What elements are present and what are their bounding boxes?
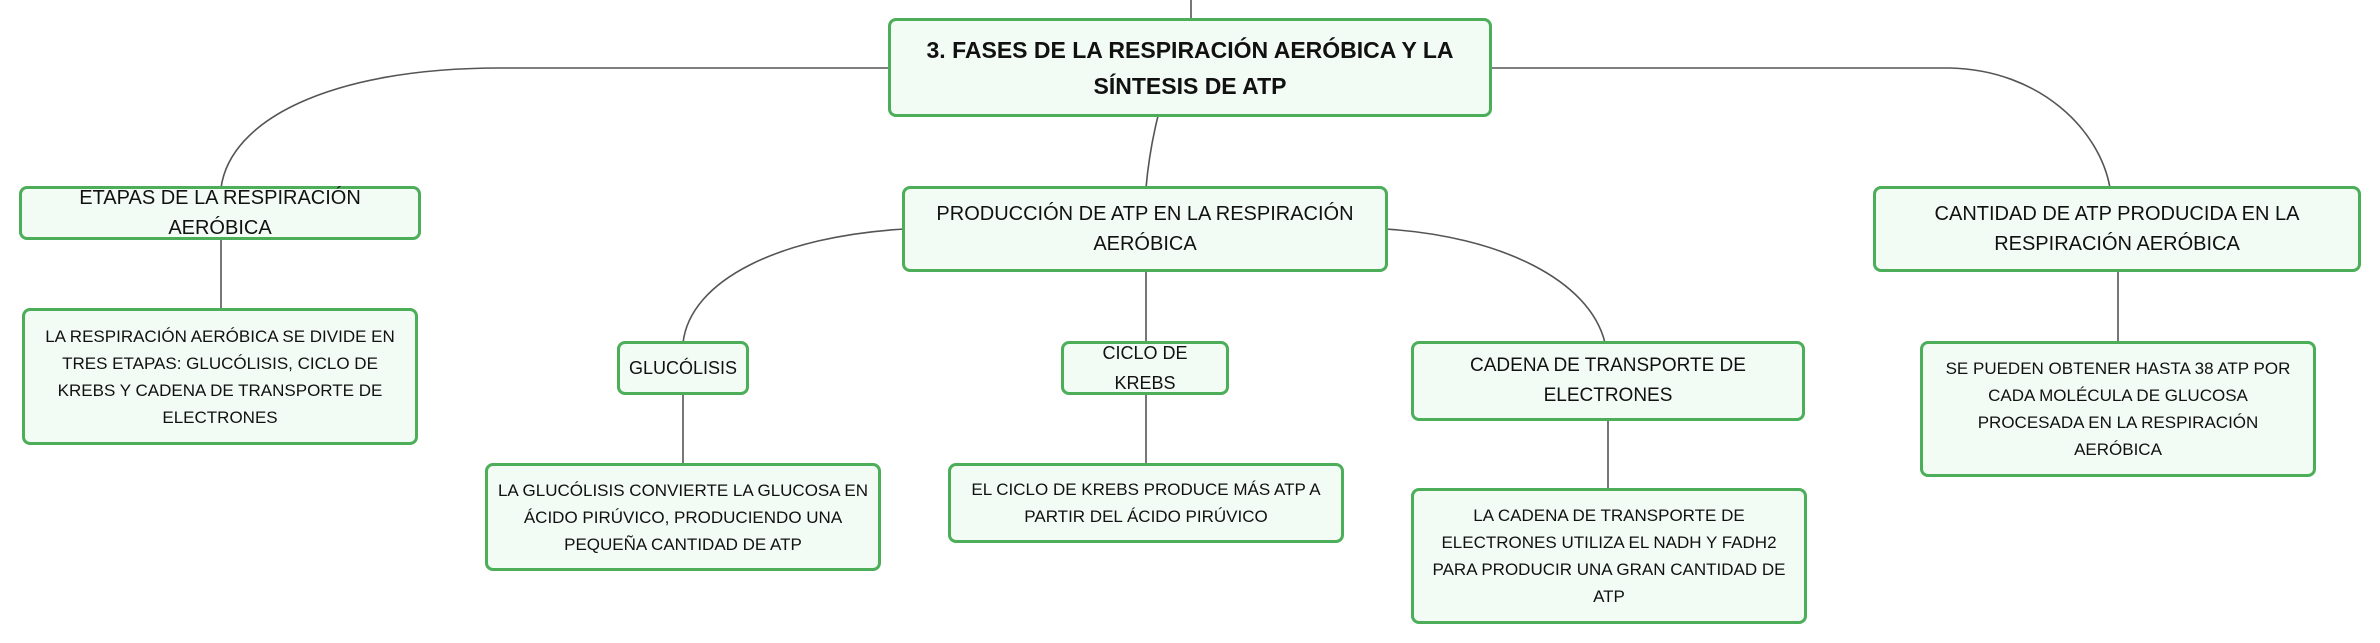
connector-root-cantidad — [1490, 67, 2111, 189]
branch-cadena[interactable]: CADENA DE TRANSPORTE DE ELECTRONES — [1411, 341, 1805, 421]
leaf-etapas[interactable]: LA RESPIRACIÓN AERÓBICA SE DIVIDE EN TRE… — [22, 308, 418, 445]
leaf-krebs[interactable]: EL CICLO DE KREBS PRODUCE MÁS ATP A PART… — [948, 463, 1344, 543]
connector-root-etapas — [220, 67, 890, 189]
connector-produccion-glucolisis — [682, 228, 906, 344]
leaf-glucolisis-text: LA GLUCÓLISIS CONVIERTE LA GLUCOSA EN ÁC… — [497, 480, 869, 554]
connector-root-produccion — [1145, 115, 1159, 189]
branch-cantidad-label: CANTIDAD DE ATP PRODUCIDA EN LA RESPIRAC… — [1934, 203, 2300, 255]
leaf-cadena[interactable]: LA CADENA DE TRANSPORTE DE ELECTRONES UT… — [1411, 488, 1807, 624]
branch-produccion[interactable]: PRODUCCIÓN DE ATP EN LA RESPIRACIÓN AERÓ… — [902, 186, 1388, 272]
root-title: 3. FASES DE LA RESPIRACIÓN AERÓBICA Y LA… — [926, 36, 1454, 99]
branch-glucolisis-label: GLUCÓLISIS — [628, 358, 738, 378]
branch-glucolisis[interactable]: GLUCÓLISIS — [617, 341, 749, 395]
leaf-cantidad-text: SE PUEDEN OBTENER HASTA 38 ATP POR CADA … — [1945, 359, 2291, 459]
leaf-glucolisis[interactable]: LA GLUCÓLISIS CONVIERTE LA GLUCOSA EN ÁC… — [485, 463, 881, 571]
leaf-cadena-text: LA CADENA DE TRANSPORTE DE ELECTRONES UT… — [1432, 506, 1786, 606]
branch-etapas-label: ETAPAS DE LA RESPIRACIÓN AERÓBICA — [79, 187, 361, 239]
connector-produccion-cadena — [1384, 228, 1606, 344]
branch-produccion-label: PRODUCCIÓN DE ATP EN LA RESPIRACIÓN AERÓ… — [936, 203, 1354, 255]
root-node[interactable]: 3. FASES DE LA RESPIRACIÓN AERÓBICA Y LA… — [888, 18, 1492, 117]
leaf-etapas-text: LA RESPIRACIÓN AERÓBICA SE DIVIDE EN TRE… — [45, 326, 395, 427]
leaf-cantidad[interactable]: SE PUEDEN OBTENER HASTA 38 ATP POR CADA … — [1920, 341, 2316, 477]
leaf-krebs-text: EL CICLO DE KREBS PRODUCE MÁS ATP A PART… — [971, 480, 1321, 526]
branch-krebs[interactable]: CICLO DE KREBS — [1061, 341, 1229, 395]
branch-krebs-label: CICLO DE KREBS — [1102, 343, 1188, 393]
branch-cadena-label: CADENA DE TRANSPORTE DE ELECTRONES — [1470, 355, 1746, 406]
branch-cantidad[interactable]: CANTIDAD DE ATP PRODUCIDA EN LA RESPIRAC… — [1873, 186, 2361, 272]
branch-etapas[interactable]: ETAPAS DE LA RESPIRACIÓN AERÓBICA — [19, 186, 421, 240]
